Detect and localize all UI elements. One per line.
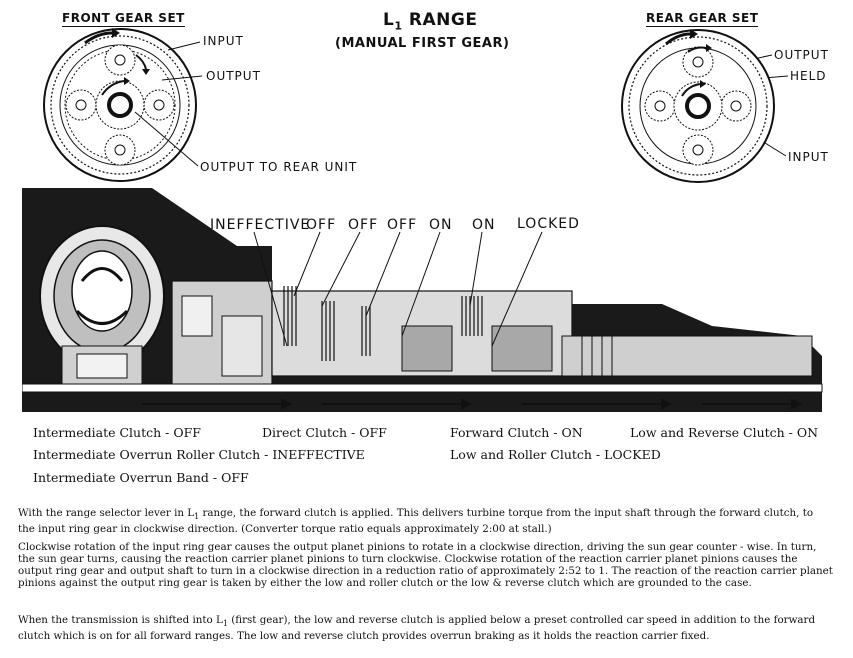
title-subscript: 1 (394, 19, 403, 33)
rear-gear-set-label: REAR GEAR SET (646, 11, 759, 27)
rear-input-label: INPUT (788, 150, 829, 164)
state-off-1: OFF (306, 217, 337, 233)
page-subtitle: (MANUAL FIRST GEAR) (335, 36, 510, 51)
status-low-roller-clutch: Low and Roller Clutch - LOCKED (450, 447, 661, 462)
state-ineffective: INEFFECTIVE (210, 217, 311, 233)
p3-subscript: 1 (222, 619, 228, 629)
p1-text-a: With the range selector lever in L (18, 507, 195, 519)
p1-text-b: range, the forward clutch is applied. Th… (18, 507, 814, 536)
front-gear-set-diagram (43, 28, 197, 182)
status-intermediate-clutch: Intermediate Clutch - OFF (33, 425, 201, 440)
status-direct-clutch: Direct Clutch - OFF (262, 425, 387, 440)
status-intermediate-overrun-band: Intermediate Overrun Band - OFF (33, 470, 249, 485)
front-gear-set-label: FRONT GEAR SET (62, 11, 185, 27)
state-off-3: OFF (387, 217, 418, 233)
state-on-1: ON (429, 217, 453, 233)
p1-subscript: 1 (194, 512, 200, 522)
status-low-reverse-clutch: Low and Reverse Clutch - ON (630, 425, 819, 440)
title-range-word: RANGE (402, 10, 478, 30)
state-on-2: ON (472, 217, 496, 233)
title-range-letter: L (383, 10, 395, 30)
status-intermediate-overrun-roller: Intermediate Overrun Roller Clutch - INE… (33, 447, 365, 462)
rear-held-label: HELD (790, 69, 827, 83)
description-paragraph-1: With the range selector lever in L1 rang… (18, 507, 833, 535)
p3-text-a: When the transmission is shifted into L (18, 614, 223, 626)
rear-output-label: OUTPUT (774, 48, 829, 62)
description-paragraph-3: When the transmission is shifted into L1… (18, 614, 833, 642)
transmission-cross-section (22, 188, 823, 412)
p3-text-b: (first gear), the low and reverse clutch… (18, 614, 816, 643)
state-off-2: OFF (348, 217, 379, 233)
front-output-label: OUTPUT (206, 69, 261, 83)
status-forward-clutch: Forward Clutch - ON (450, 425, 583, 440)
description-paragraph-2: Clockwise rotation of the input ring gea… (18, 541, 833, 589)
state-locked: LOCKED (517, 216, 580, 232)
rear-gear-set-diagram (621, 29, 775, 183)
page-title: L1 RANGE (383, 10, 477, 32)
front-output-rear-label: OUTPUT TO REAR UNIT (200, 160, 358, 174)
front-input-label: INPUT (203, 34, 244, 48)
